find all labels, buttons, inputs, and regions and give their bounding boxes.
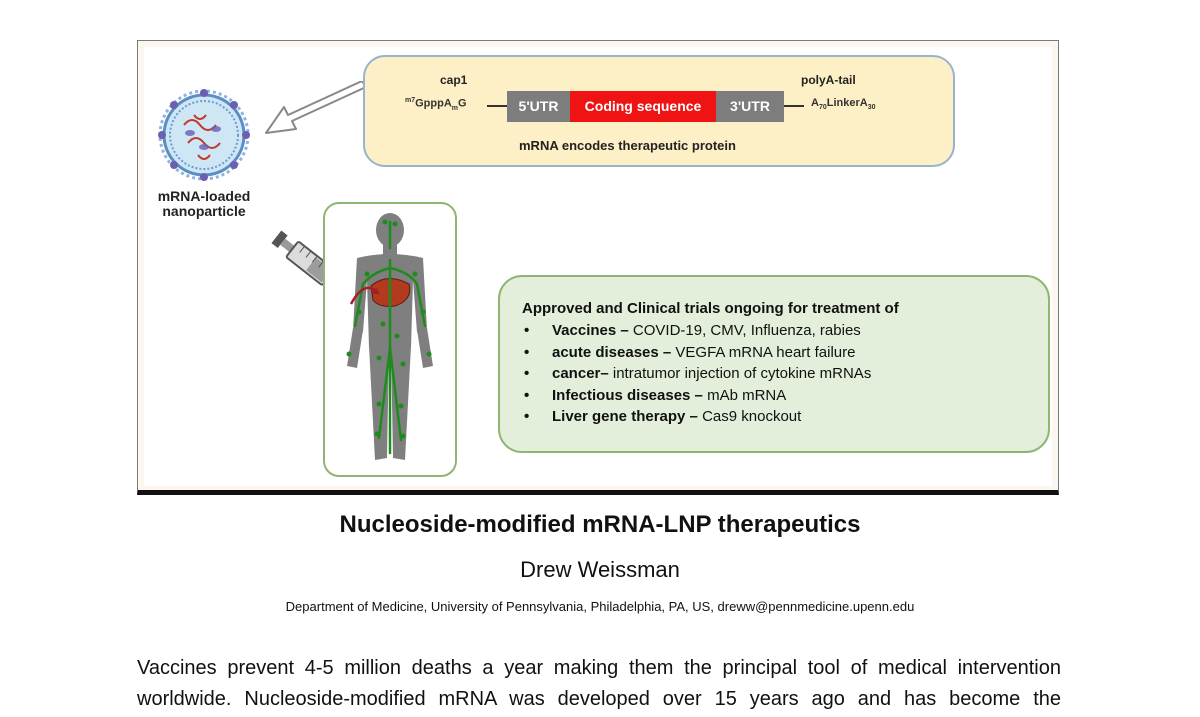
human-body-illustration	[346, 213, 433, 460]
utr3-segment: 3'UTR	[716, 91, 784, 122]
trial-item-liver-gene-therapy: Liver gene therapy – Cas9 knockout	[522, 406, 1048, 428]
abstract-line-1: Vaccines prevent 4-5 million deaths a ye…	[137, 657, 1061, 679]
cap-linker-line	[487, 105, 507, 107]
abstract-text: Vaccines prevent 4-5 million deaths a ye…	[137, 653, 1061, 715]
nanoparticle-illustration	[158, 89, 250, 181]
polya-label: polyA-tail	[801, 73, 856, 87]
mrna-construct-panel: cap1 m7GpppAmG 5'UTR Coding sequence 3'U…	[363, 55, 955, 167]
abstract-line-2: worldwide. Nucleoside-modified mRNA was …	[137, 688, 1061, 710]
trial-item-acute-diseases: acute diseases – VEGFA mRNA heart failur…	[522, 342, 1048, 364]
nanoparticle-label: mRNA-loaded nanoparticle	[157, 188, 251, 219]
trial-item-cancer: cancer– intratumor injection of cytokine…	[522, 363, 1048, 385]
graphical-abstract-figure: mRNA-loaded nanoparticle cap1 m7GpppAmG …	[137, 40, 1059, 495]
author-name: Drew Weissman	[520, 557, 680, 582]
polya-linker-line	[784, 105, 804, 107]
trial-item-infectious-diseases: Infectious diseases – mAb mRNA	[522, 385, 1048, 407]
paper-title: Nucleoside-modified mRNA-LNP therapeutic…	[339, 511, 861, 538]
cap-label: cap1	[440, 73, 468, 87]
clinical-trials-panel: Approved and Clinical trials ongoing for…	[498, 275, 1050, 453]
coding-sequence-segment: Coding sequence	[570, 91, 716, 122]
arrow-left-icon	[265, 81, 367, 134]
trials-title: Approved and Clinical trials ongoing for…	[522, 300, 899, 317]
mrna-caption: mRNA encodes therapeutic protein	[519, 138, 736, 153]
polya-formula: A70LinkerA30	[811, 97, 876, 112]
author-affiliation: Department of Medicine, University of Pe…	[285, 599, 915, 614]
trials-list: Vaccines – COVID-19, CMV, Influenza, rab…	[522, 320, 1048, 428]
cap-formula: m7GpppAmG	[405, 97, 467, 112]
figure-canvas: mRNA-loaded nanoparticle cap1 m7GpppAmG …	[144, 47, 1052, 486]
human-body-panel	[323, 202, 457, 477]
utr5-segment: 5'UTR	[507, 91, 570, 122]
trial-item-vaccines: Vaccines – COVID-19, CMV, Influenza, rab…	[522, 320, 1048, 342]
